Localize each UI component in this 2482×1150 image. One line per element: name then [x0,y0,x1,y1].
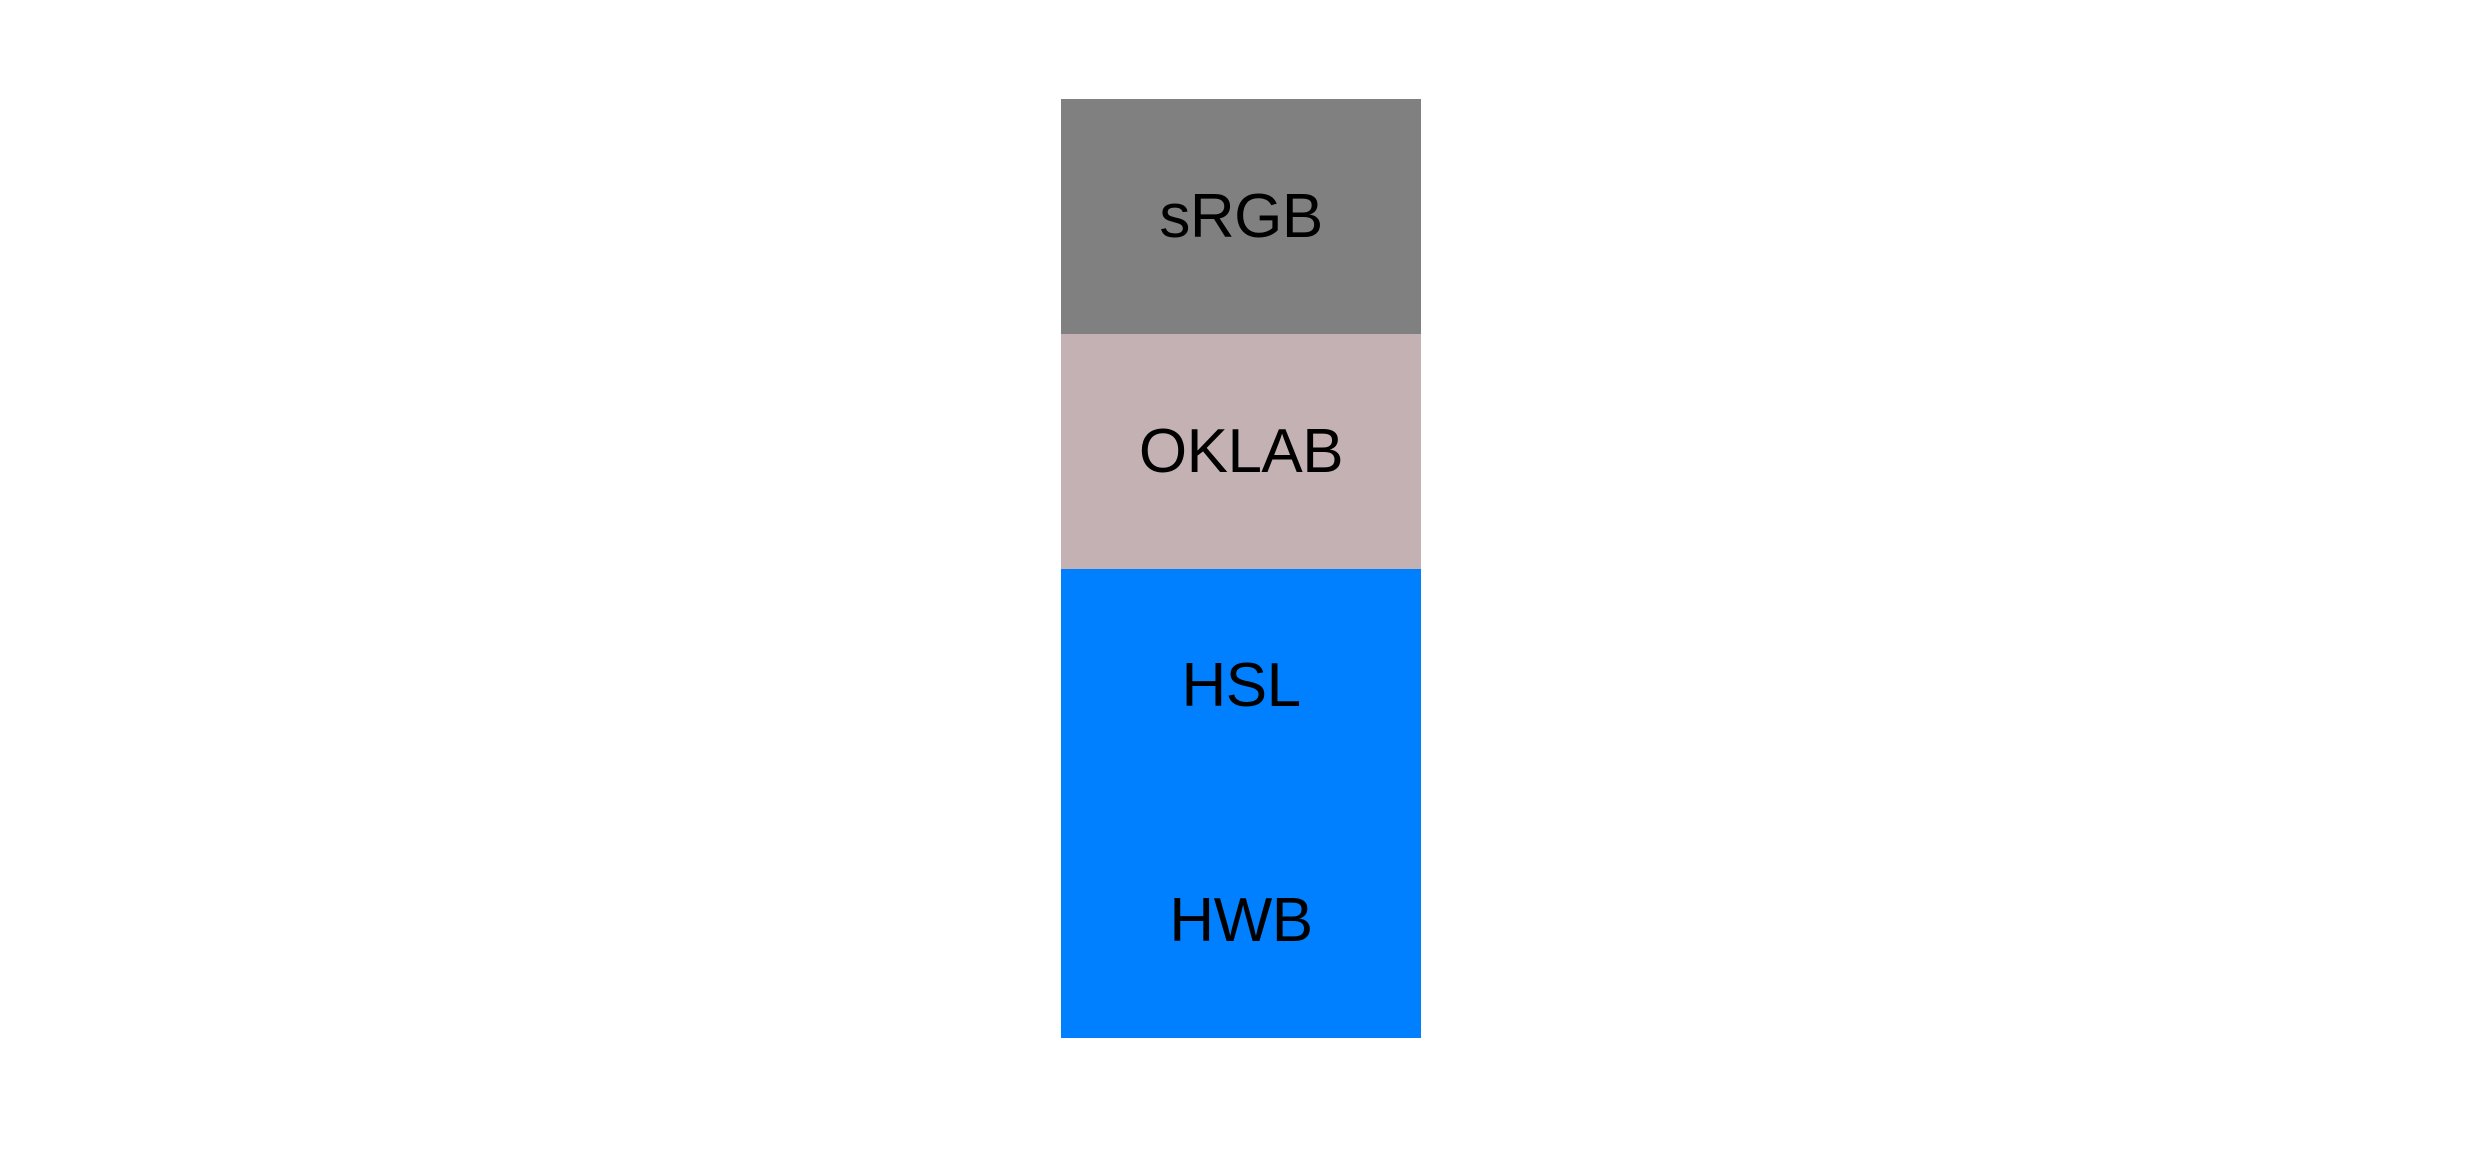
swatch-srgb: sRGB [1061,99,1421,334]
color-space-comparison-stack: sRGB OKLAB HSL HWB [1061,99,1421,1038]
swatch-oklab: OKLAB [1061,333,1421,569]
swatch-hwb: HWB [1061,803,1421,1038]
swatch-label-oklab: OKLAB [1138,416,1344,486]
swatch-label-hwb: HWB [1169,886,1313,956]
swatch-label-hsl: HSL [1181,651,1301,721]
swatch-hsl: HSL [1061,568,1421,804]
swatch-label-srgb: sRGB [1159,181,1323,251]
